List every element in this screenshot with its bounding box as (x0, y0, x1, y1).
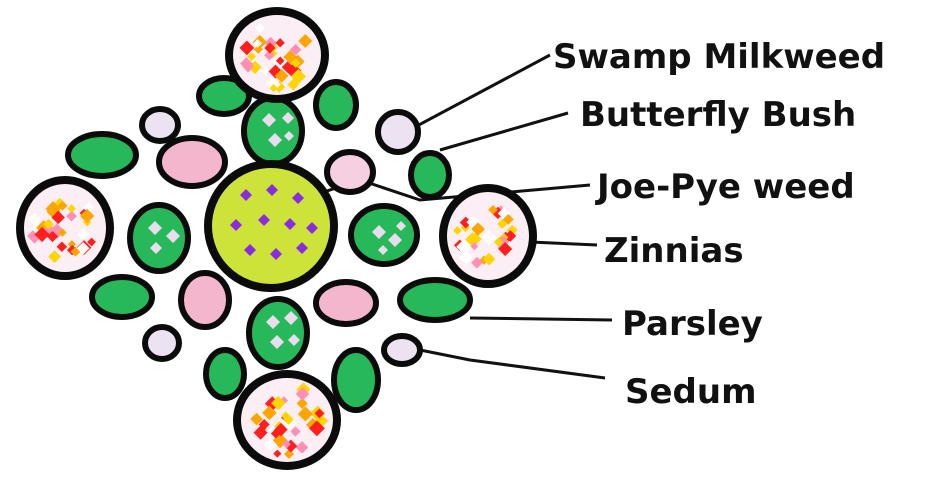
parsley-plant (92, 277, 152, 317)
parsley-plant (68, 134, 136, 176)
plant-labels: Swamp Milkweed Butterfly Bush Joe-Pye we… (553, 37, 885, 412)
label-swamp-milkweed: Swamp Milkweed (553, 37, 885, 77)
leader-line-butterfly-bush (440, 113, 568, 150)
joe-pye-weed-plant (159, 138, 225, 186)
sedum-plant (384, 336, 420, 364)
swamp-milkweed-plant (208, 164, 334, 288)
label-parsley: Parsley (622, 304, 763, 344)
sedum-plant (378, 112, 418, 152)
label-butterfly-bush: Butterfly Bush (580, 95, 856, 135)
parsley-plant (400, 280, 470, 320)
butterfly-bush-plant (351, 206, 417, 264)
joe-pye-weed-plant (327, 152, 373, 192)
sedum-plant (145, 327, 179, 359)
butterfly-bush-plant (244, 98, 302, 164)
label-joe-pye-weed: Joe-Pye weed (595, 167, 855, 207)
leader-line-parsley (470, 318, 612, 320)
parsley-plant (316, 82, 356, 128)
parsley-plant (206, 350, 244, 398)
label-sedum: Sedum (625, 372, 757, 412)
leader-line-swamp-milkweed (400, 55, 550, 135)
joe-pye-weed-plant (316, 282, 376, 324)
label-zinnias: Zinnias (604, 231, 744, 271)
joe-pye-weed-plant (181, 273, 229, 327)
sedum-plant (142, 109, 178, 141)
butterfly-bush-plant (130, 205, 188, 271)
leader-line-sedum (420, 350, 605, 378)
parsley-plant (334, 350, 378, 410)
butterfly-bush-plant (249, 299, 307, 367)
parsley-plant (411, 153, 449, 197)
